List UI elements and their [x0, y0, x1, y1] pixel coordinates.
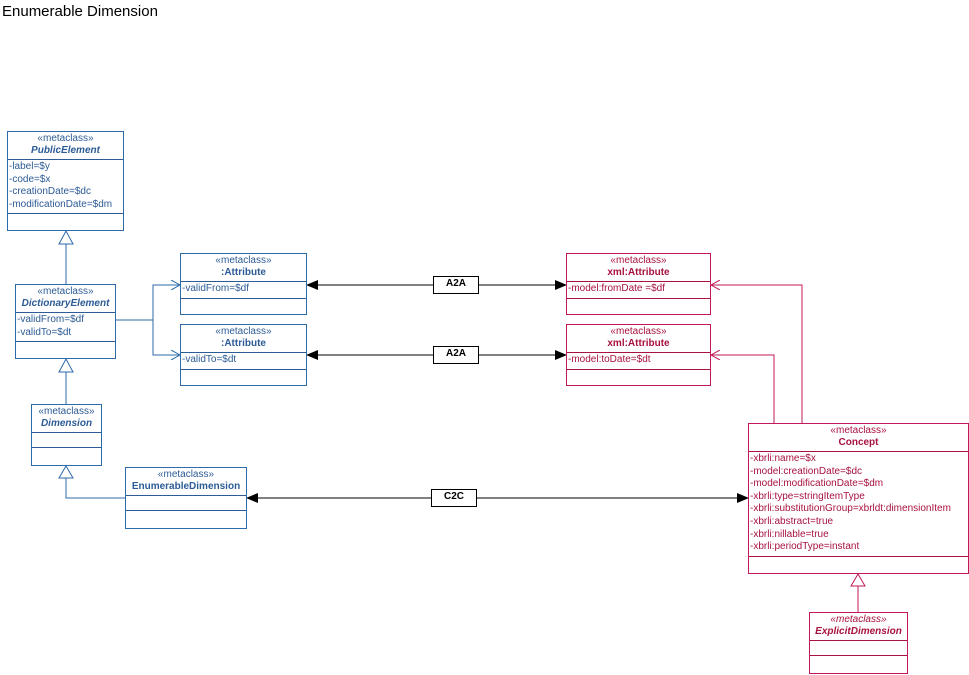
class-concept[interactable]: «metaclass» Concept -xbrli:name=$x -mode… [748, 423, 969, 574]
a2a-top-label: A2A [433, 276, 479, 294]
attribute: -creationDate=$dc [9, 186, 91, 198]
dependency-concept-to-xml-attributes [711, 285, 803, 423]
stereotype-label: «metaclass» [215, 255, 272, 266]
stereotype-label: «metaclass» [157, 469, 215, 480]
stereotype-label: «metaclass» [37, 286, 94, 297]
class-name: xml:Attribute [607, 338, 670, 349]
class-xml-attribute-to-date[interactable]: «metaclass» xml:Attribute -model:toDate=… [566, 324, 711, 386]
stereotype-label: «metaclass» [215, 326, 272, 337]
class-header: «metaclass» :Attribute [181, 325, 306, 353]
class-name: :Attribute [221, 338, 266, 349]
diagram-title: Enumerable Dimension [2, 3, 158, 20]
class-header: «metaclass» ExplicitDimension [810, 613, 907, 641]
attribute: -modificationDate=$dm [9, 198, 113, 210]
attribute-list [810, 641, 907, 656]
class-name: xml:Attribute [607, 267, 670, 278]
class-header: «metaclass» DictionaryElement [16, 285, 115, 313]
attribute: -xbrli:type=stringItemType [750, 490, 865, 502]
class-header: «metaclass» Concept [749, 424, 968, 452]
class-name: PublicElement [31, 145, 100, 156]
generalization-enumerable-to-dimension [58, 465, 125, 499]
class-explicit-dimension[interactable]: «metaclass» ExplicitDimension [809, 612, 908, 674]
attribute-list: -label=$y -code=$x -creationDate=$dc -mo… [8, 160, 123, 215]
attribute: -model:fromDate =$df [568, 283, 665, 294]
class-name: EnumerableDimension [131, 481, 241, 492]
attribute: -model:modificationDate=$dm [750, 478, 884, 490]
attribute: -code=$x [9, 173, 51, 185]
stereotype-label: «metaclass» [38, 406, 95, 417]
attribute: -xbrli:substitutionGroup=xbrldt:dimensio… [750, 503, 951, 515]
class-name: ExplicitDimension [815, 626, 902, 637]
attribute: -label=$y [9, 161, 50, 172]
class-header: «metaclass» Dimension [32, 405, 101, 433]
stereotype-label: «metaclass» [37, 133, 94, 144]
attribute-list [126, 496, 246, 511]
attribute-list: -validTo=$dt [181, 353, 306, 370]
generalization-dictionary-to-public [58, 229, 74, 284]
a2a-bottom-label: A2A [433, 346, 479, 364]
class-name: Dimension [40, 418, 93, 429]
attribute: -xbrli:name=$x [750, 453, 816, 464]
stereotype-label: «metaclass» [610, 326, 667, 337]
stereotype-label: «metaclass» [830, 614, 887, 625]
class-name: Concept [838, 437, 879, 448]
dependency-dictionary-to-attributes [115, 285, 180, 355]
attribute: -xbrli:nillable=true [750, 528, 829, 540]
class-header: «metaclass» xml:Attribute [567, 254, 710, 282]
class-public-element[interactable]: «metaclass» PublicElement -label=$y -cod… [7, 131, 124, 231]
attribute-list: -xbrli:name=$x -model:creationDate=$dc -… [749, 452, 968, 557]
attribute-list [32, 433, 101, 448]
class-header: «metaclass» EnumerableDimension [126, 468, 246, 496]
c2c-label: C2C [431, 489, 477, 507]
attribute-list: -model:toDate=$dt [567, 353, 710, 370]
class-dimension[interactable]: «metaclass» Dimension [31, 404, 102, 466]
attribute-list: -validFrom=$df [181, 282, 306, 299]
stereotype-label: «metaclass» [610, 255, 667, 266]
attribute: -validTo=$dt [17, 326, 72, 338]
attribute: -validFrom=$df [17, 314, 84, 325]
stereotype-label: «metaclass» [830, 425, 887, 436]
class-xml-attribute-from-date[interactable]: «metaclass» xml:Attribute -model:fromDat… [566, 253, 711, 315]
attribute-list: -model:fromDate =$df [567, 282, 710, 299]
attribute: -model:creationDate=$dc [750, 465, 863, 477]
class-enumerable-dimension[interactable]: «metaclass» EnumerableDimension [125, 467, 247, 529]
generalization-dimension-to-dictionary [58, 357, 74, 404]
class-header: «metaclass» xml:Attribute [567, 325, 710, 353]
class-attribute-valid-to[interactable]: «metaclass» :Attribute -validTo=$dt [180, 324, 307, 386]
attribute: -xbrli:abstract=true [750, 515, 834, 527]
class-name: DictionaryElement [21, 298, 110, 309]
generalization-explicit-to-concept [850, 573, 866, 612]
attribute: -validTo=$dt [182, 354, 237, 365]
attribute: -model:toDate=$dt [568, 354, 651, 365]
class-attribute-valid-from[interactable]: «metaclass» :Attribute -validFrom=$df [180, 253, 307, 315]
attribute-list: -validFrom=$df -validTo=$dt [16, 313, 115, 343]
class-header: «metaclass» :Attribute [181, 254, 306, 282]
attribute: -xbrli:periodType=instant [750, 541, 860, 553]
class-header: «metaclass» PublicElement [8, 132, 123, 160]
class-name: :Attribute [221, 267, 266, 278]
class-dictionary-element[interactable]: «metaclass» DictionaryElement -validFrom… [15, 284, 116, 359]
attribute: -validFrom=$df [182, 283, 249, 294]
